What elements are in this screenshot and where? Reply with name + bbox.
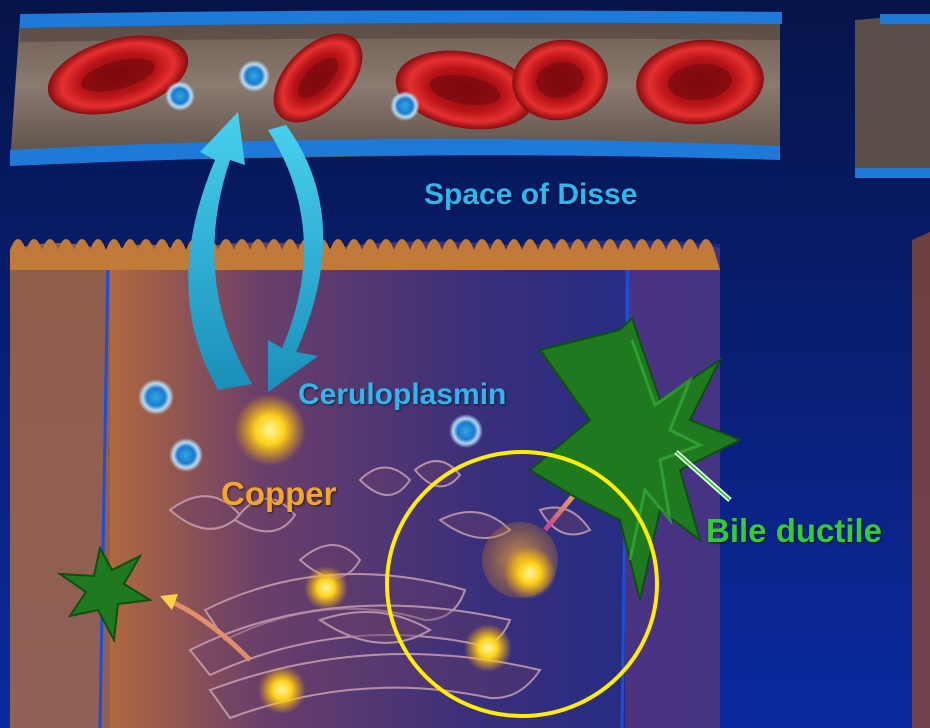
blue-ion-icon — [390, 91, 420, 121]
blue-ion-icon — [238, 60, 270, 92]
blue-ion-icon — [138, 379, 174, 415]
copper-particle-icon — [234, 394, 306, 466]
copper-particle-icon — [464, 624, 512, 672]
label-space-of-disse: Space of Disse — [424, 178, 637, 212]
copper-particle-icon — [304, 566, 348, 610]
blue-ion-icon — [169, 438, 203, 472]
blue-ion-icon — [449, 414, 483, 448]
blue-ion-icon — [165, 81, 195, 111]
copper-particle-icon — [504, 547, 556, 599]
label-copper: Copper — [221, 475, 337, 513]
label-ceruloplasmin: Ceruloplasmin — [298, 378, 506, 412]
label-bile-ductile: Bile ductile — [706, 512, 882, 550]
copper-particle-icon — [258, 666, 306, 714]
